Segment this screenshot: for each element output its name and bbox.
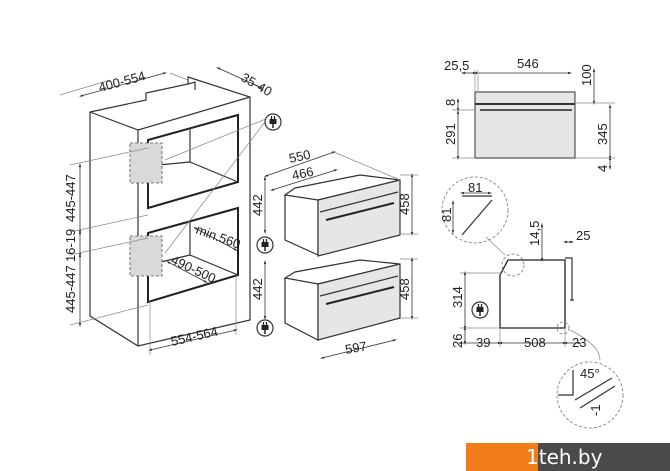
dim-base: 26	[450, 334, 465, 348]
oven-lower-drawing	[283, 259, 401, 341]
dim-top-strip: 8	[443, 99, 458, 106]
dim-lower-front-height: 458	[397, 278, 412, 300]
plug-icon	[256, 236, 274, 254]
dim-front-thickness: 25	[576, 228, 590, 243]
dim-bottom-gap: 4	[595, 165, 610, 172]
plug-icon	[471, 301, 489, 319]
side-view-drawing	[441, 176, 624, 429]
front-view-drawing	[452, 68, 615, 170]
plug-icon	[256, 319, 274, 337]
dim-lower-body-height: 442	[250, 278, 265, 300]
dim-front: 23	[572, 335, 586, 350]
dim-rear: 39	[476, 335, 490, 350]
dim-door-height: 291	[443, 123, 458, 145]
dim-top-gap: 100	[579, 64, 594, 86]
dim-cabinet-width: 554-564	[169, 324, 219, 349]
dim-lower-height: 445-447	[63, 265, 78, 313]
oven-upper-drawing	[283, 174, 401, 257]
dim-top-offset: 14,5	[527, 221, 542, 246]
plug-icon	[264, 113, 282, 131]
dim-chamfer-w: 81	[468, 180, 482, 195]
watermark-text: 1teh.by	[526, 445, 603, 469]
dim-angle: 45°	[580, 366, 600, 381]
dim-chamfer-h: 81	[439, 208, 454, 222]
dim-inner-depth: min.560	[194, 222, 243, 252]
dim-upper-height: 445-447	[63, 174, 78, 222]
watermark-logo: 1teh.by	[466, 443, 670, 471]
dim-oven-depth-total: 550	[288, 147, 312, 166]
dim-side-height: 314	[450, 286, 465, 308]
dim-spacer: 16-19	[63, 229, 78, 262]
dim-upper-body-height: 442	[250, 194, 265, 216]
oven-dimensions	[256, 151, 418, 359]
dim-upper-front-height: 458	[397, 193, 412, 215]
dim-left-offset: 25,5	[444, 58, 469, 73]
dim-offset: -1	[588, 404, 603, 416]
dim-inner-height: 490-500	[169, 252, 219, 286]
cabinet-drawing	[59, 72, 269, 347]
cabinet-dimensions	[69, 67, 282, 355]
dim-cabinet-depth: 400-554	[97, 68, 147, 95]
dim-front-width: 597	[344, 338, 368, 357]
dim-body-height: 345	[595, 123, 610, 145]
dim-oven-depth-body: 466	[291, 164, 315, 183]
dim-side-depth: 508	[524, 335, 546, 350]
dim-front-width-546: 546	[517, 56, 539, 71]
